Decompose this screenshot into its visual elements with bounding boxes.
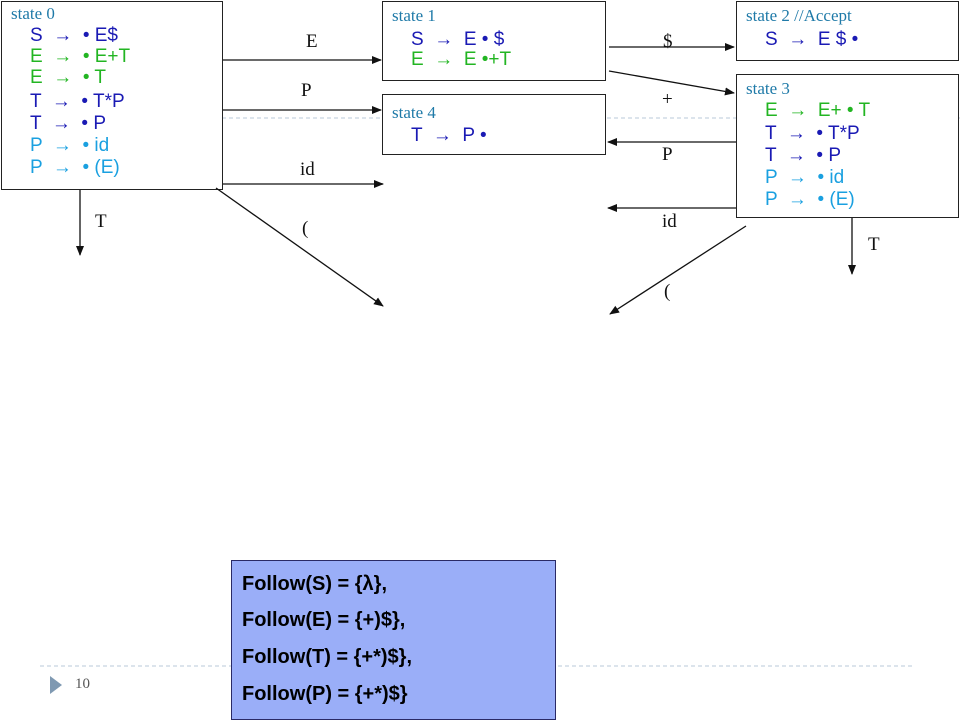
state-2-box: state 2 //Accept S → E $ • [736, 1, 959, 61]
edge-label-s3-P: P [662, 144, 673, 165]
edge-label-s0-lparen: ( [302, 218, 309, 239]
follow-e: Follow(E) = {+)$}, [242, 609, 406, 631]
state-4-rule-1: T → P • [411, 125, 487, 146]
edge-label-s0-E: E [306, 31, 318, 52]
state-2-title: state 2 //Accept [746, 6, 852, 25]
state-0-rule-3: E → • T [30, 67, 107, 88]
state-3-rule-5: P → • (E) [765, 189, 855, 210]
state-3-rule-2: T → • T*P [765, 123, 860, 144]
follow-sets-box: Follow(S) = {λ}, Follow(E) = {+)$}, Foll… [231, 560, 556, 720]
page-number: 10 [75, 676, 90, 692]
edge-label-s1-dollar: $ [663, 31, 673, 52]
follow-s: Follow(S) = {λ}, [242, 573, 388, 595]
state-1-rule-1: S → E • $ [411, 29, 505, 50]
state-3-box: state 3 E → E+ • T T → • T*P T → • P P →… [736, 74, 959, 218]
arrow-s0-lparen [215, 187, 384, 307]
edge-label-s3-T: T [868, 234, 880, 255]
state-0-rule-4: T → • T*P [30, 91, 125, 112]
arrow-s1-plus [608, 70, 735, 96]
state-3-title: state 3 [746, 79, 790, 98]
follow-p: Follow(P) = {+*)$} [242, 683, 408, 705]
state-0-rule-1: S → • E$ [30, 25, 118, 46]
state-0-title: state 0 [11, 4, 55, 23]
edge-label-s1-plus: + [662, 89, 673, 110]
state-3-rule-1: E → E+ • T [765, 100, 871, 121]
follow-t: Follow(T) = {+*)$}, [242, 646, 413, 668]
edge-label-s3-lparen: ( [664, 281, 671, 302]
state-4-title: state 4 [392, 103, 436, 122]
edge-label-s0-id: id [300, 159, 315, 180]
state-0-box: state 0 S → • E$ E → • E+T E → • T T → •… [1, 1, 223, 190]
state-0-rule-7: P → • (E) [30, 157, 120, 178]
state-0-rule-5: T → • P [30, 113, 106, 134]
state-1-title: state 1 [392, 6, 436, 25]
state-3-rule-3: T → • P [765, 145, 841, 166]
state-0-rule-2: E → • E+T [30, 46, 131, 67]
edge-label-s0-P: P [301, 80, 312, 101]
slide-marker-icon [50, 676, 62, 694]
state-4-box: state 4 T → P • [382, 94, 606, 155]
state-1-box: state 1 S → E • $ E → E •+T [382, 1, 606, 81]
edge-label-s0-T: T [95, 211, 107, 232]
state-0-rule-6: P → • id [30, 135, 110, 156]
arrow-s3-lparen [609, 225, 747, 315]
state-2-rule-1: S → E $ • [765, 29, 859, 50]
edge-label-s3-id: id [662, 211, 677, 232]
state-3-rule-4: P → • id [765, 167, 845, 188]
state-1-rule-2: E → E •+T [411, 49, 512, 70]
